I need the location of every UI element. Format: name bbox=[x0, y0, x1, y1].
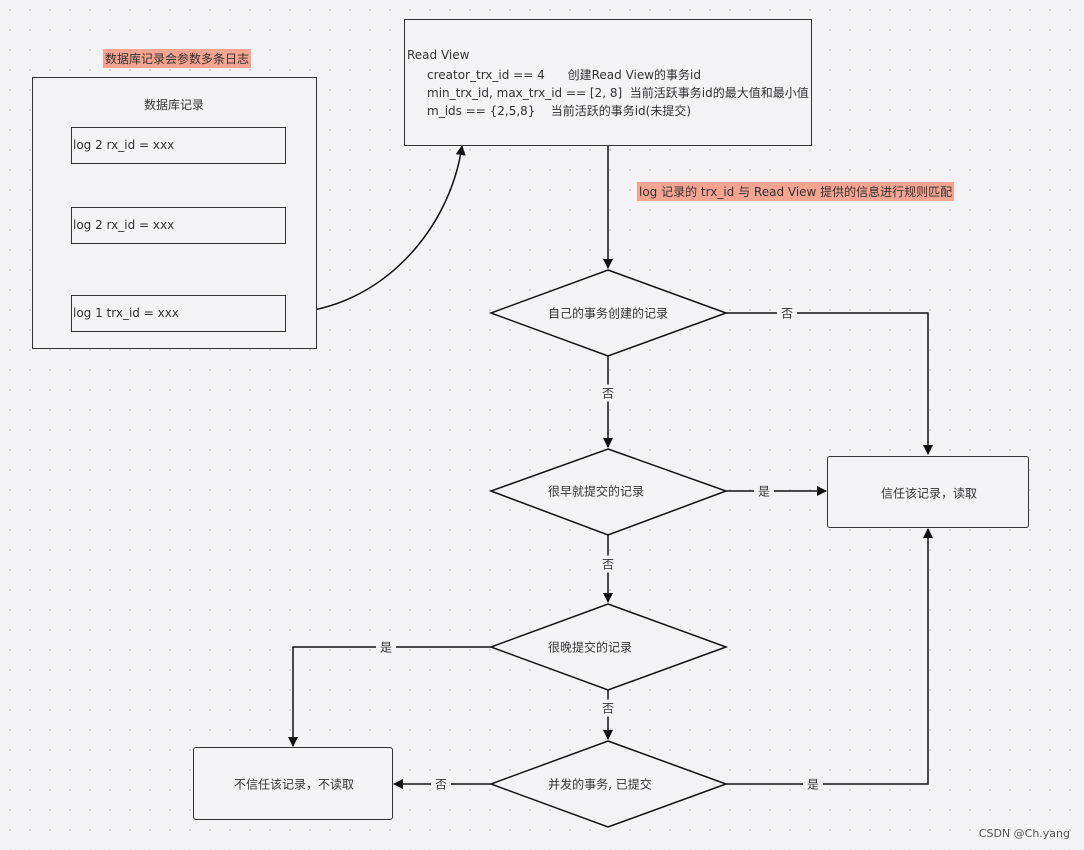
decision-d3-label: 很晚提交的记录 bbox=[547, 640, 633, 655]
edge-label-d2-no: 否 bbox=[597, 555, 619, 573]
edge-label-d4-yes: 是 bbox=[802, 775, 824, 793]
read-view-line-3: m_ids == {2,5,8} 当前活跃的事务id(未提交) bbox=[427, 104, 692, 118]
decision-d2-label: 很早就提交的记录 bbox=[547, 484, 645, 499]
decision-d1-shape bbox=[488, 269, 729, 357]
edge-label-d3-yes: 是 bbox=[375, 638, 397, 656]
decision-d4-label: 并发的事务, 已提交 bbox=[548, 777, 652, 792]
watermark: CSDN @Ch.yang bbox=[978, 827, 1070, 840]
log-text-2: log 2 rx_id = xxx bbox=[73, 218, 175, 232]
db-records-title: 数据库记录 bbox=[144, 98, 205, 112]
connector-log-to-readview bbox=[286, 145, 466, 314]
edge-label-d1-no-right: 否 bbox=[776, 304, 798, 322]
log-text-1: log 2 rx_id = xxx bbox=[73, 138, 175, 152]
read-view-title: Read View bbox=[407, 48, 470, 62]
edge-label-d2-yes: 是 bbox=[753, 482, 775, 500]
decision-d3-shape bbox=[488, 603, 729, 691]
log-box-1: log 2 rx_id = xxx bbox=[71, 127, 286, 164]
connector-d3-to-distrust bbox=[288, 646, 491, 747]
edge-label-d4-no: 否 bbox=[430, 775, 452, 793]
read-view-line-2: min_trx_id, max_trx_id == [2, 8] 当前活跃事务i… bbox=[427, 86, 809, 100]
log-box-2: log 2 rx_id = xxx bbox=[71, 207, 286, 244]
trust-label: 信任该记录，读取 bbox=[880, 486, 978, 501]
decision-d2-shape bbox=[488, 448, 729, 536]
connector-d4-to-trust bbox=[726, 528, 933, 785]
match-note: log 记录的 trx_id 与 Read View 提供的信息进行规则匹配 bbox=[637, 182, 955, 201]
edge-label-d3-no: 否 bbox=[597, 699, 619, 717]
log-box-3: log 1 trx_id = xxx bbox=[71, 295, 286, 332]
trust-box: 信任该记录，读取 bbox=[827, 456, 1029, 528]
log-text-3: log 1 trx_id = xxx bbox=[73, 306, 179, 320]
edge-label-d1-no-down: 否 bbox=[597, 384, 619, 402]
db-header-note: 数据库记录会参数多条日志 bbox=[103, 49, 252, 68]
read-view-box: Read View creator_trx_id == 4 创建Read Vie… bbox=[404, 19, 812, 146]
decision-d1-label: 自己的事务创建的记录 bbox=[547, 306, 669, 321]
distrust-box: 不信任该记录，不读取 bbox=[193, 747, 393, 820]
distrust-label: 不信任该记录，不读取 bbox=[233, 777, 355, 792]
read-view-line-1: creator_trx_id == 4 创建Read View的事务id bbox=[427, 68, 702, 82]
connector-d1-to-trust bbox=[726, 312, 933, 455]
decision-d4-shape bbox=[488, 740, 729, 828]
